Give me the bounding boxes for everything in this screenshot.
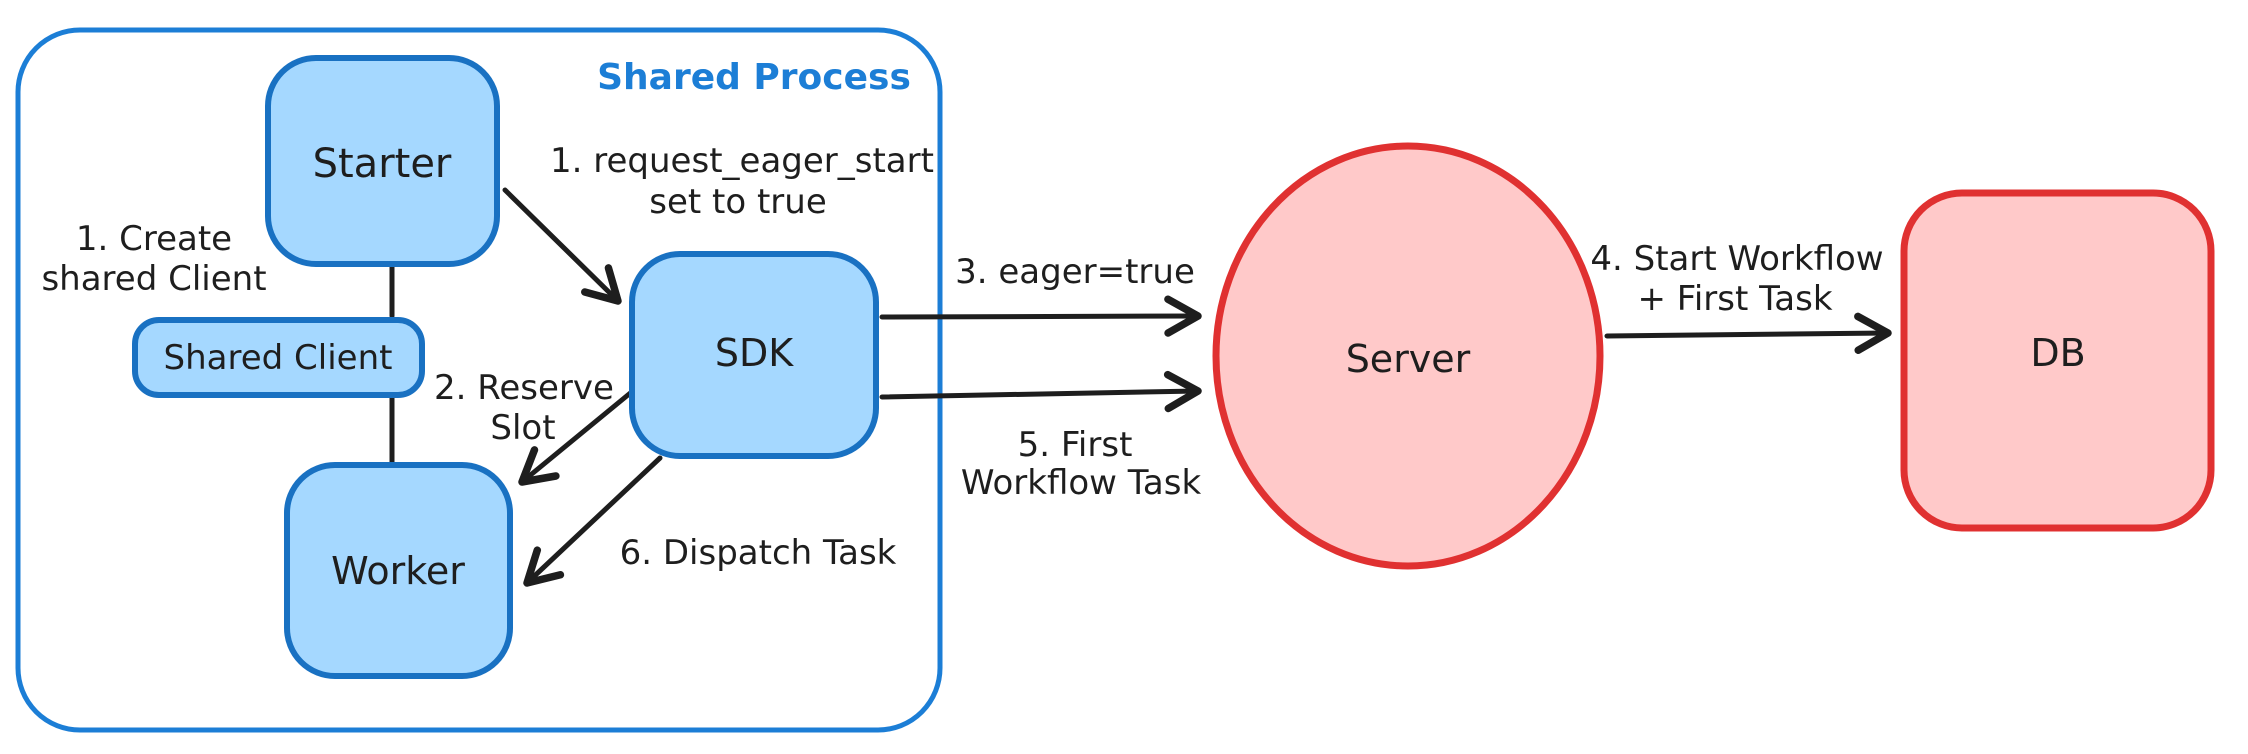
annotation-line: 6. Dispatch Task — [620, 533, 897, 573]
shared-process-container — [15, 27, 943, 733]
sdk-label: SDK — [715, 331, 794, 375]
edge-server-db-arrow — [1604, 312, 1892, 354]
node-server: Server — [1212, 142, 1604, 570]
server-circle — [1212, 142, 1604, 570]
node-starter: Starter — [265, 55, 500, 267]
annotation-line: 3. eager=true — [955, 252, 1195, 292]
node-sdk: SDK — [629, 251, 879, 459]
server-label: Server — [1346, 337, 1471, 381]
edge-sdk-server-first-task-arrow — [879, 370, 1202, 413]
annotation-first-workflow-task: 5. First Workflow Task — [961, 425, 1202, 503]
annotation-eager-true: 3. eager=true — [955, 252, 1195, 292]
edge-sdk-worker-reserve-slot-arrow — [518, 387, 637, 486]
node-db: DB — [1900, 189, 2215, 532]
annotation-dispatch-task: 6. Dispatch Task — [620, 533, 897, 573]
shared-process-label: Shared Process — [597, 57, 911, 98]
node-shared-client: Shared Client — [132, 317, 425, 398]
edge-sdk-worker-dispatch-arrow — [523, 455, 663, 587]
annotation-request-eager-start: 1. request_eager_start set to true — [550, 141, 934, 222]
starter-label: Starter — [313, 141, 452, 187]
annotation-create-shared-client: 1. Create shared Client — [41, 219, 266, 299]
node-worker: Worker — [284, 462, 513, 679]
annotation-reserve-slot: 2. Reserve Slot — [434, 368, 614, 448]
annotation-line: 4. Start Workflow — [1590, 239, 1883, 279]
worker-box — [284, 462, 513, 679]
annotation-line: 1. request_eager_start — [550, 141, 934, 181]
edge-starter-sdk-arrow — [502, 187, 622, 305]
shared-client-label: Shared Client — [164, 338, 393, 378]
annotation-start-workflow-first-task: 4. Start Workflow + First Task — [1590, 239, 1883, 319]
db-box — [1900, 189, 2215, 532]
starter-box — [265, 55, 500, 267]
annotation-line: Slot — [490, 408, 555, 448]
annotation-line: + First Task — [1637, 279, 1832, 319]
db-label: DB — [2030, 331, 2085, 375]
worker-label: Worker — [331, 549, 465, 593]
sdk-box — [629, 251, 879, 459]
annotation-line: Workflow Task — [961, 463, 1202, 503]
shared-client-box — [132, 317, 425, 398]
annotation-line: 5. First — [1018, 425, 1133, 465]
edge-sdk-server-eager-arrow — [879, 295, 1202, 337]
annotation-line: set to true — [649, 182, 827, 222]
annotation-line: 2. Reserve — [434, 368, 614, 408]
annotation-line: 1. Create — [76, 219, 232, 259]
annotation-line: shared Client — [41, 259, 266, 299]
